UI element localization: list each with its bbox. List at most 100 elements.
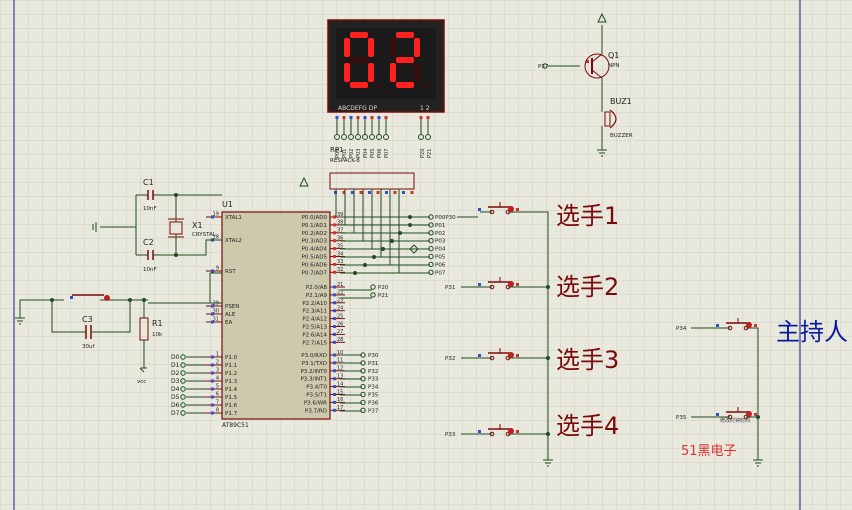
push-button-4[interactable]: P33 (445, 424, 520, 438)
rp-pin-marker (351, 191, 354, 194)
rp-pin-marker (342, 191, 346, 194)
net-label-d: D0 (171, 354, 180, 361)
mcu-pin-number: 2 (216, 360, 219, 366)
mcu-pin-marker (211, 371, 214, 375)
mcu-pin-marker (211, 320, 214, 324)
net-terminal (180, 410, 186, 416)
net-label-p3: P31 (368, 361, 378, 367)
button-net-label: P35 (676, 415, 687, 421)
display-pin-terminal (362, 134, 368, 140)
r1-ref: R1 (152, 319, 163, 328)
button-red-dot (746, 322, 752, 328)
net-terminal (428, 269, 434, 275)
seven-segment-display[interactable]: ABCDEFG DP 1 2 (327, 19, 445, 113)
mcu-pin-number: 8 (216, 408, 219, 414)
mcu-pin-marker (333, 340, 336, 344)
rp1-power-arrow (299, 176, 309, 187)
net-label-d: D3 (171, 378, 180, 385)
small-mark-text: 修改时钟时间 (720, 417, 750, 424)
net-terminal (180, 394, 186, 400)
pin-marker (586, 60, 589, 63)
mcu-pin-name: P1.5 (225, 395, 238, 401)
reset-button[interactable] (70, 294, 110, 301)
mcu-pin-marker (333, 377, 336, 381)
mcu-pin-number: 13 (337, 374, 343, 380)
mcu-pin-name: P0.1/AD1 (302, 223, 327, 229)
mcu-pin-name: ALE (225, 312, 236, 318)
buz1-type: BUZZER (610, 133, 633, 139)
button-pin-marker (716, 324, 719, 327)
mcu-pin-name: P0.5/AD5 (302, 255, 328, 261)
button-contact (489, 355, 495, 361)
mcu-pin-number: 4 (216, 376, 219, 382)
segment-2-a (396, 32, 414, 38)
c3-ref: C3 (82, 315, 93, 324)
mcu-pin-marker (333, 239, 336, 243)
mcu-u1[interactable]: U1 AT89C51 19XTAL118XTAL29RST29PSEN30ALE… (206, 200, 345, 429)
u1-ref: U1 (222, 200, 233, 209)
net-terminal (180, 354, 186, 360)
display-digits (344, 32, 428, 89)
mcu-pin-number: 6 (216, 392, 219, 398)
c2-ref: C2 (143, 238, 154, 247)
mcu-pin-name: P0.7/AD7 (302, 270, 328, 276)
segment-2-f (390, 38, 396, 57)
mcu-pin-marker (333, 353, 336, 357)
display-pin-marker (370, 116, 374, 119)
button-net-label: P34 (676, 326, 687, 332)
mcu-pin-name: P3.4/T0 (306, 385, 327, 391)
net-label-d: D4 (171, 386, 180, 393)
display-pin-terminal (425, 134, 431, 140)
net-label-p3: P33 (368, 377, 379, 383)
mcu-pin-name: P2.5/A13 (302, 325, 327, 331)
push-button-2[interactable]: P31 (445, 277, 520, 291)
net-terminal (180, 370, 186, 376)
mcu-pin-name: P1.2 (225, 371, 237, 377)
mcu-pin-marker (333, 408, 336, 412)
push-button-1[interactable] (478, 202, 520, 215)
mcu-pin-name: P2.3/A11 (302, 309, 327, 315)
mcu-pin-marker (333, 332, 336, 336)
mcu-pin-name: PSEN (225, 304, 239, 310)
mcu-pin-number: 35 (337, 243, 343, 249)
net-label-p0: P07 (435, 270, 446, 276)
contestant-label-3: 选手3 (556, 346, 619, 374)
button-red-dot (104, 295, 110, 301)
net-label-p0: P05 (435, 255, 446, 261)
button-red-dot (508, 352, 514, 358)
button-contact (505, 284, 511, 290)
net-label-p3: P36 (368, 400, 379, 406)
net-terminal (180, 378, 186, 384)
c2-value: 10nF (143, 267, 157, 273)
push-button-3[interactable]: P32 (445, 348, 520, 362)
display-pin-terminal (376, 134, 382, 140)
display-pin-terminal (383, 134, 389, 140)
q1-type: NPN (608, 63, 620, 69)
mcu-pin-marker (333, 301, 336, 305)
mcu-pin-marker (211, 387, 214, 391)
push-button-5[interactable]: P34 (676, 318, 758, 332)
mcu-pin-name: P1.3 (225, 379, 238, 385)
mcu-pin-marker (333, 223, 336, 227)
rp-pin-label: P21 (427, 149, 433, 158)
net-label-d: D5 (171, 394, 180, 401)
net-label-d: D6 (171, 402, 180, 409)
push-button-6[interactable]: P35 (676, 407, 758, 421)
rp-pin-label: P03 (356, 149, 362, 158)
button-net-label: P33 (445, 432, 456, 438)
transistor-q1[interactable]: Q1 NPN (584, 51, 620, 79)
mcu-pin-marker (333, 393, 336, 396)
buzzer-buz1[interactable]: BUZ1 BUZZER (604, 97, 633, 139)
net-terminal (370, 284, 376, 290)
x1-ref: X1 (192, 221, 203, 230)
net-terminal (180, 402, 186, 408)
mcu-pin-marker (211, 355, 214, 359)
net-label-p3: P34 (368, 385, 379, 391)
mcu-pin-name: P3.7/RD (305, 408, 327, 414)
segment-2-dp (422, 83, 428, 89)
mcu-pin-marker (333, 325, 336, 328)
mcu-pin-number: 31 (213, 317, 219, 323)
display-pin-terminal (348, 134, 354, 140)
contestant-label-1: 选手1 (556, 202, 619, 230)
